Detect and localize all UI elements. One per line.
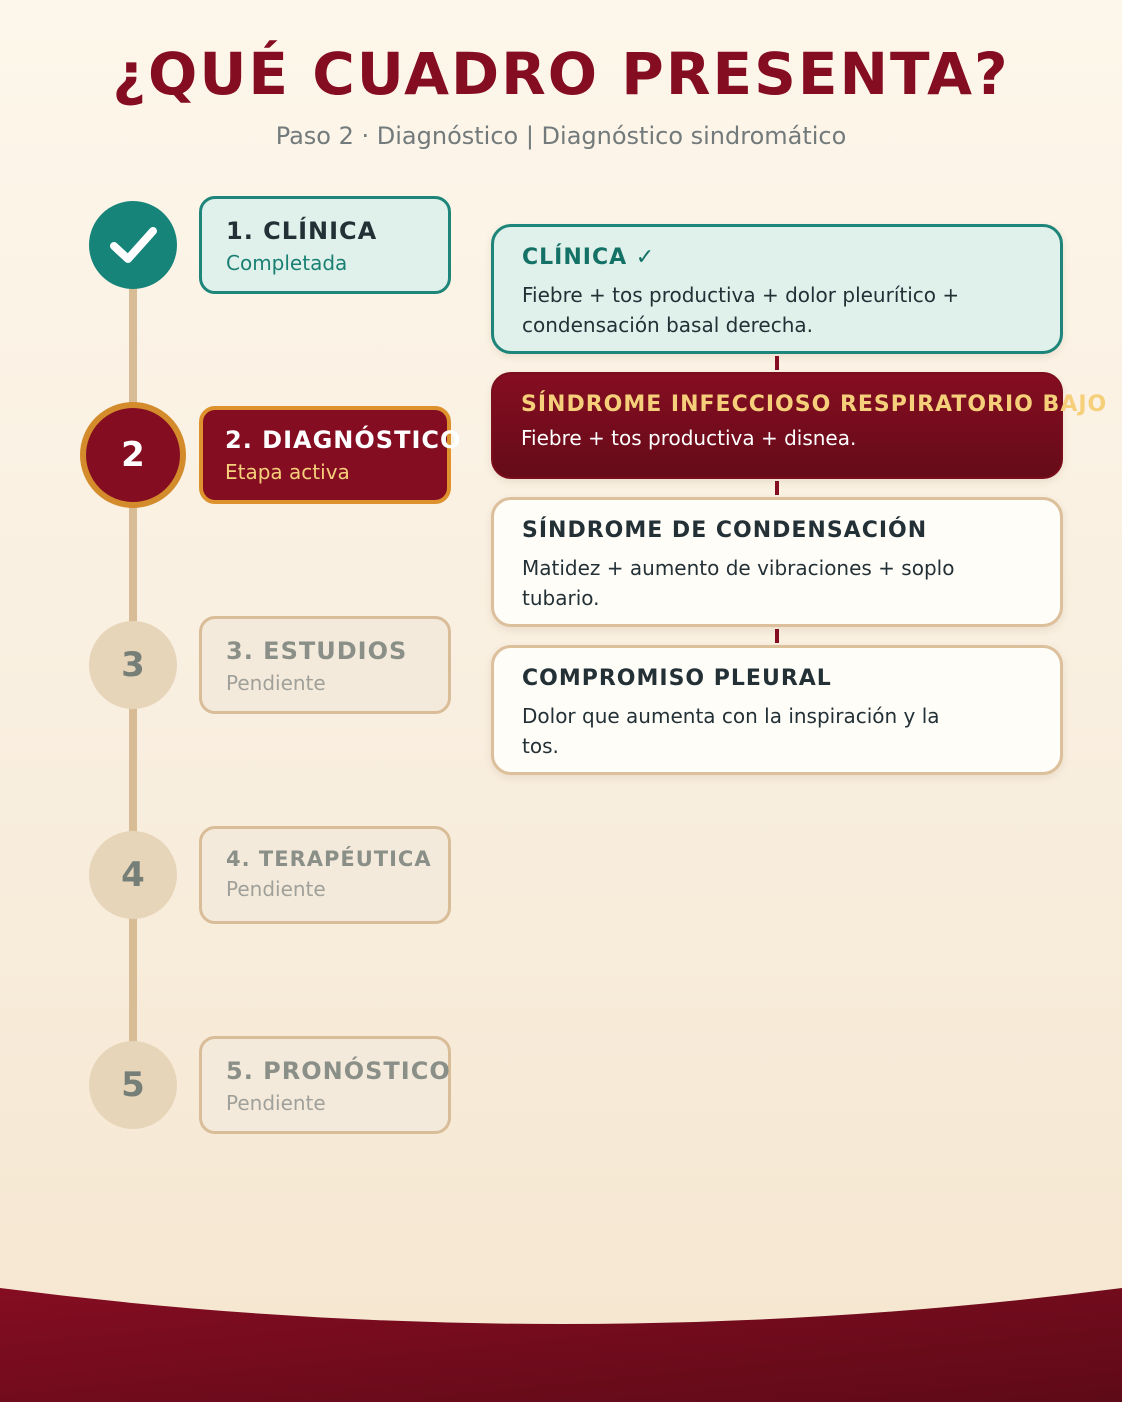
page-title: ¿QUÉ CUADRO PRESENTA?: [112, 40, 1010, 108]
step-4-title: 4. TERAPÉUTICA: [226, 847, 432, 871]
step-1-status: Completada: [226, 251, 348, 275]
connector: [775, 629, 779, 643]
step-5-number: 5: [121, 1065, 145, 1105]
step-1-title: 1. CLÍNICA: [226, 217, 378, 245]
step-4-status: Pendiente: [226, 877, 326, 901]
step-3-status: Pendiente: [226, 671, 326, 695]
step-3-box[interactable]: 3. ESTUDIOS Pendiente: [199, 616, 451, 714]
connector: [775, 356, 779, 370]
footer-wave: [0, 1288, 1122, 1402]
step-5-title: 5. PRONÓSTICO: [226, 1057, 451, 1085]
card-sindrome-condensacion-title: SÍNDROME DE CONDENSACIÓN: [522, 518, 928, 543]
step-2-number: 2: [121, 435, 145, 475]
step-4-circle[interactable]: 4: [89, 831, 177, 919]
card-compromiso-pleural-body: Dolor que aumenta con la inspiración y l…: [522, 704, 940, 758]
step-5-circle[interactable]: 5: [89, 1041, 177, 1129]
card-compromiso-pleural-title: COMPROMISO PLEURAL: [522, 666, 832, 691]
card-sindrome-infeccioso-title: SÍNDROME INFECCIOSO RESPIRATORIO BAJO: [521, 392, 1108, 417]
card-clinica-body: Fiebre + tos productiva + dolor pleuríti…: [522, 283, 960, 337]
check-icon: [110, 227, 157, 263]
step-5-status: Pendiente: [226, 1091, 326, 1115]
step-3-number: 3: [121, 645, 145, 685]
step-4-box[interactable]: 4. TERAPÉUTICA Pendiente: [199, 826, 451, 924]
page-subtitle: Paso 2 · Diagnóstico | Diagnóstico sindr…: [275, 122, 847, 150]
card-sindrome-condensacion: SÍNDROME DE CONDENSACIÓN Matidez + aumen…: [491, 497, 1063, 627]
card-sindrome-condensacion-body: Matidez + aumento de vibraciones + soplo…: [522, 556, 955, 610]
step-1-circle[interactable]: [89, 201, 177, 289]
step-3-title: 3. ESTUDIOS: [226, 637, 408, 665]
card-sindrome-infeccioso: SÍNDROME INFECCIOSO RESPIRATORIO BAJO Fi…: [491, 372, 1108, 479]
step-2-title: 2. DIAGNÓSTICO: [225, 426, 462, 454]
step-4-number: 4: [121, 855, 145, 895]
step-2-circle[interactable]: 2: [80, 402, 186, 508]
card-clinica-title: CLÍNICA ✓: [522, 245, 656, 270]
step-2-status: Etapa activa: [225, 460, 350, 484]
step-5-box[interactable]: 5. PRONÓSTICO Pendiente: [199, 1036, 451, 1134]
card-sindrome-infeccioso-body: Fiebre + tos productiva + disnea.: [521, 426, 857, 450]
step-3-circle[interactable]: 3: [89, 621, 177, 709]
step-2-box[interactable]: 2. DIAGNÓSTICO Etapa activa: [199, 406, 462, 504]
connector: [775, 481, 779, 495]
step-1-box[interactable]: 1. CLÍNICA Completada: [199, 196, 451, 294]
card-compromiso-pleural: COMPROMISO PLEURAL Dolor que aumenta con…: [491, 645, 1063, 775]
card-clinica: CLÍNICA ✓ Fiebre + tos productiva + dolo…: [491, 224, 1063, 354]
